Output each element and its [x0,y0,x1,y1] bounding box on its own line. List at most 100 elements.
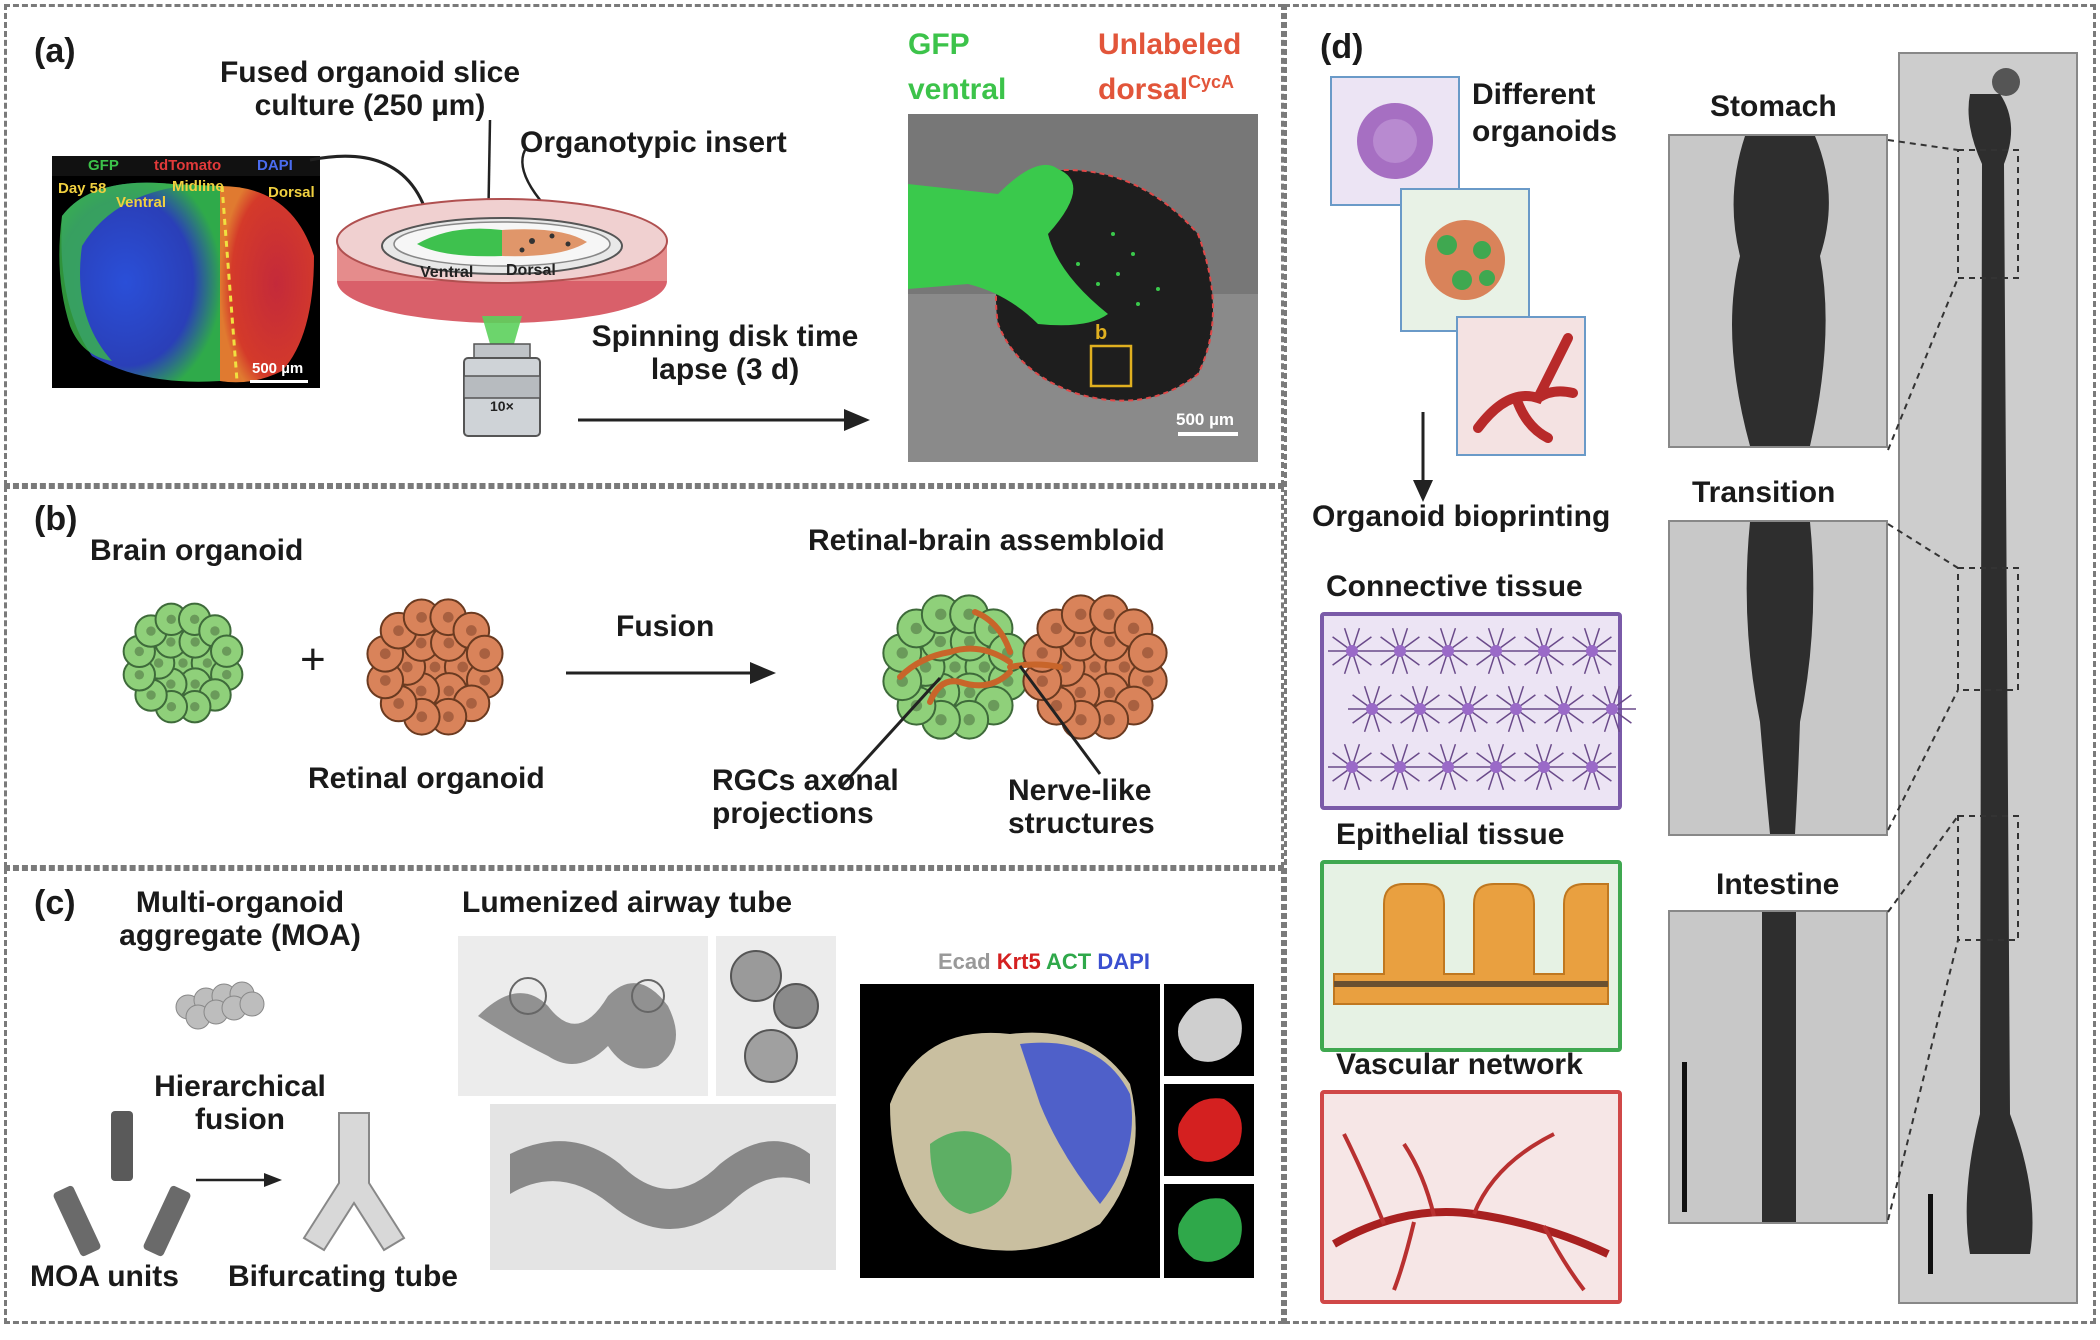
airway-tube-shape-3 [510,1141,810,1229]
spinning-disk-label-line1: Spinning disk time [591,320,859,353]
immunostain-red-channel [1164,1084,1254,1176]
channel-label-tdtomato: tdTomato [154,157,222,174]
bifurcating-tube-label: Bifurcating tube [228,1260,458,1293]
plus-sign: + [300,635,326,684]
green-channel-shape [1178,1198,1242,1262]
connective-tissue-illustration [1328,627,1636,791]
brain-organoid-label: Brain organoid [90,534,304,567]
stomach-tube [1732,136,1829,446]
panel-label-c: (c) [34,884,76,922]
unlabeled-dorsal-line1: Unlabeled [1098,28,1242,61]
transition-micrograph [1668,520,1888,836]
connective-tissue-label: Connective tissue [1326,570,1583,603]
hierarchical-fusion-line2: fusion [195,1103,285,1136]
hierarchical-fusion-line1: Hierarchical [154,1070,326,1103]
airway-micrograph-2 [716,936,836,1096]
immunostain-green-channel [1164,1184,1254,1278]
time-lapse-image: b 500 µm [908,114,1258,462]
fusion-label: Fusion [616,610,715,643]
panel-a-frame [4,4,1284,486]
scale-bar-label-2: 500 µm [1176,410,1234,429]
fused-organoid-image [59,182,314,383]
moa-label-line1: Multi-organoid [135,886,345,919]
spinning-disk-label-line2: lapse (3 d) [650,353,800,386]
spinning-disk-label: Spinning disk time lapse (3 d) [570,320,880,386]
stain-legend: Ecad Krt5 ACT DAPI [938,949,1150,974]
vascular-network-panel [1320,1090,1622,1304]
stain-act: ACT [1046,949,1092,974]
red-channel-shape [1178,1098,1242,1162]
unlabeled-dorsal-text: dorsal [1098,73,1189,106]
dorsal-label-small: Dorsal [268,184,315,201]
full-gut-tube [1928,68,2033,1274]
airway-tube-shape-2 [730,950,819,1083]
epithelial-tissue-panel [1320,860,1622,1052]
moa-label: Multi-organoid aggregate (MOA) [90,886,390,952]
airway-micrograph-1 [458,936,708,1096]
retinal-organoid-cluster [366,598,504,736]
epithelial-tissue-label: Epithelial tissue [1336,818,1565,851]
slice-culture-title-line2: culture (250 µm) [254,89,486,122]
stomach-micrograph [1668,134,1888,448]
brain-organoid-cluster [122,602,244,724]
intestine-label: Intestine [1716,868,1840,901]
panel-label-d: (d) [1320,28,1364,66]
slice-culture-title-line1: Fused organoid slice [219,56,521,89]
zoom-connector-lines [1887,139,2019,1221]
retinal-organoid-label: Retinal organoid [308,762,545,795]
organoid-card-1 [1330,76,1460,206]
gray-channel-shape [1178,998,1242,1062]
roi-label: b [1095,322,1108,344]
gfp-ventral-line2: ventral [908,73,1007,106]
transition-label: Transition [1692,476,1836,509]
microscope-objective [463,316,541,437]
hierarchical-fusion-arrow [196,1173,282,1187]
moa-units-illustration [53,1111,191,1257]
stain-dapi: DAPI [1097,949,1150,974]
intestine-micrograph [1668,910,1888,1224]
gfp-ventral-line1: GFP [908,28,970,61]
vascular-organoid-illustration [1473,333,1578,443]
organoid-card-3 [1456,316,1586,456]
epithelial-tissue-illustration [1333,883,1609,1005]
dish-ventral-label: Ventral [420,264,474,281]
organoid-bioprinting-label: Organoid bioprinting [1312,500,1611,533]
rgc-label: RGCs axonal projections [712,764,899,830]
unlabeled-dorsal-superscript: CycA [1188,72,1235,92]
channel-label-dapi: DAPI [257,157,293,174]
rgc-label-line2: projections [712,797,874,830]
immunostain-gray-channel [1164,984,1254,1076]
panel-label-a: (a) [34,32,76,70]
panel-label-b: (b) [34,500,78,538]
intestine-tube [1682,912,1796,1222]
moa-label-line2: aggregate (MOA) [119,919,361,952]
airway-tube-shape-1 [478,977,676,1069]
channel-legend-bar [52,156,320,176]
scale-bar-1 [250,380,308,383]
unlabeled-dorsal-line2: dorsalCycA [1098,72,1241,106]
vascular-network-label: Vascular network [1336,1048,1583,1081]
nerve-label: Nerve-like structures [1008,774,1155,840]
transition-tube [1746,522,1814,834]
organoid-card-2 [1400,188,1530,332]
retinal-brain-assembloid [882,594,1168,740]
stomach-label: Stomach [1710,90,1837,123]
hierarchical-fusion-label: Hierarchical fusion [140,1070,340,1136]
panel-c-frame [4,868,1284,1324]
organotypic-insert-label: Organotypic insert [520,126,787,159]
objective-magnification: 10× [490,398,514,414]
bioprinting-arrow [1413,412,1433,502]
assembloid-label: Retinal-brain assembloid [808,524,1165,557]
gfp-ventral-label: GFP ventral [908,28,1006,106]
moa-units-label: MOA units [30,1260,179,1293]
panel-b-frame [4,486,1284,868]
nerve-label-line1: Nerve-like [1008,774,1152,807]
airway-immunostain-main [860,984,1160,1278]
midline-label: Midline [172,178,224,195]
day-label: Day 58 [58,180,107,197]
different-organoids-label: Different organoids [1472,78,1617,148]
rgc-label-line1: RGCs axonal [712,764,899,797]
connective-tissue-panel [1320,612,1636,810]
ventral-label-small: Ventral [116,194,167,211]
fused-organoid-micrograph: GFP tdTomato DAPI Day 58 Ventral Midline… [52,156,320,388]
